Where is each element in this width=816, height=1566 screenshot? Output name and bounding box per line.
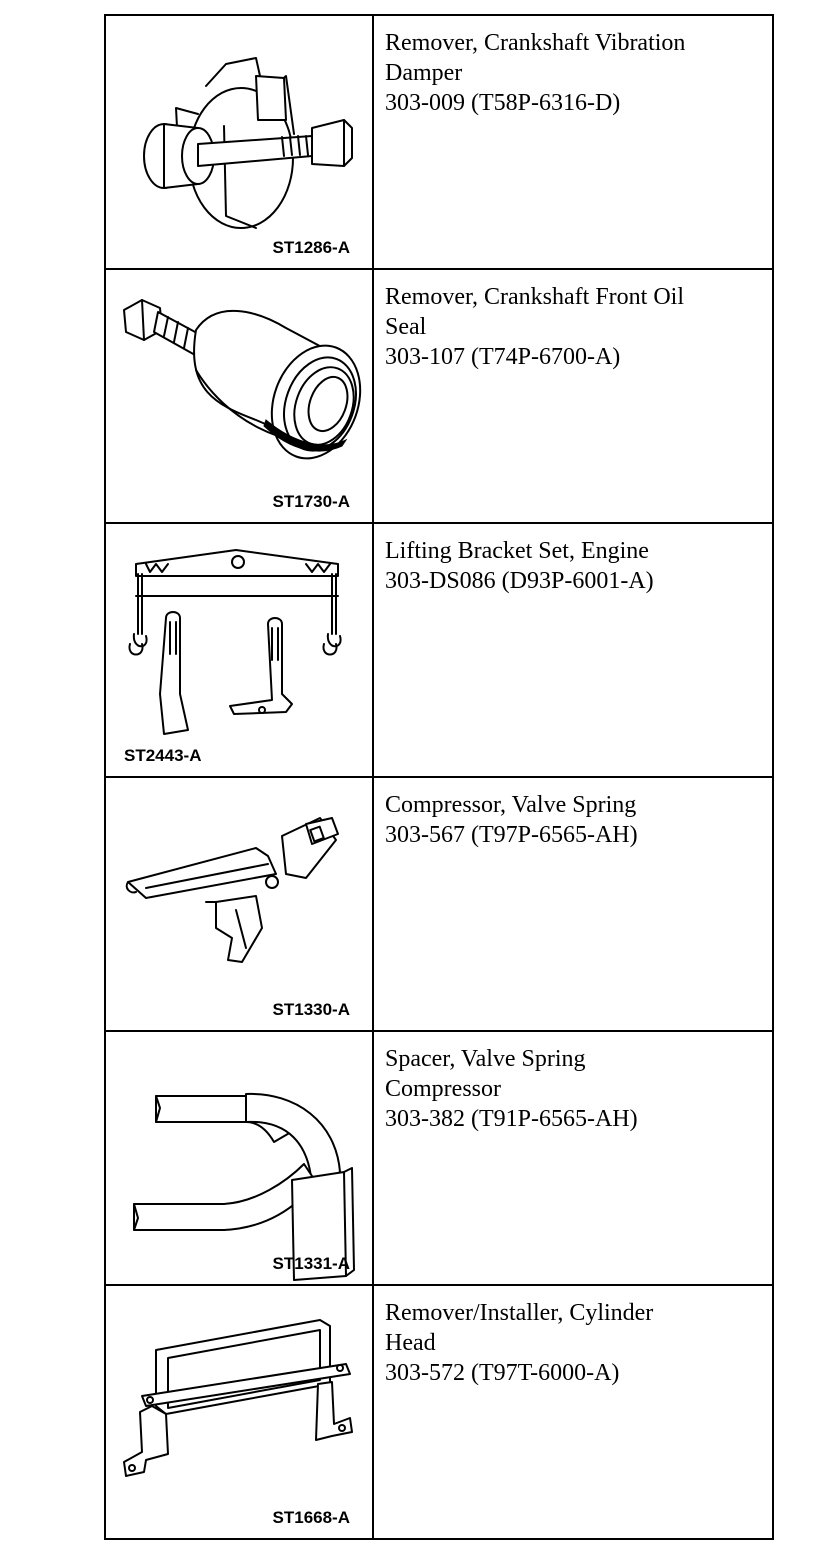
crankshaft-vibration-damper-remover-icon xyxy=(143,57,353,229)
table-row: ST1331-A Spacer, Valve Spring Compressor… xyxy=(104,1030,774,1286)
tool-illustration-cell: ST1730-A xyxy=(104,268,374,524)
engine-lifting-bracket-set-icon xyxy=(128,549,342,735)
tool-illustration-cell: ST1330-A xyxy=(104,776,374,1032)
tool-number-line: 303-009 (T58P-6316-D) xyxy=(385,90,621,116)
tool-number-line: 303-DS086 (D93P-6001-A) xyxy=(385,568,654,594)
table-row: ST2443-A Lifting Bracket Set, Engine 303… xyxy=(104,522,774,778)
tool-name-line: Remover/Installer, Cylinder xyxy=(385,1300,654,1326)
tool-name-line: Remover, Crankshaft Vibration xyxy=(385,30,686,56)
figure-id-label: ST1286-A xyxy=(272,238,350,257)
tool-name-line: Compressor, Valve Spring xyxy=(385,792,637,818)
table-row: ST1668-A Remover/Installer, Cylinder Hea… xyxy=(104,1284,774,1540)
valve-spring-compressor-icon xyxy=(125,817,339,963)
tool-name-line: Seal xyxy=(385,314,427,340)
tool-number-line: 303-107 (T74P-6700-A) xyxy=(385,344,621,370)
tool-name-line: Head xyxy=(385,1330,436,1356)
tool-description-cell: Remover, Crankshaft Front Oil Seal 303-1… xyxy=(372,268,774,524)
tool-number-line: 303-567 (T97P-6565-AH) xyxy=(385,822,638,848)
tool-illustration-cell: ST2443-A xyxy=(104,522,374,778)
figure-id-label: ST1730-A xyxy=(272,492,350,511)
crankshaft-front-oil-seal-remover-icon xyxy=(123,299,362,460)
tool-description-cell: Remover/Installer, Cylinder Head 303-572… xyxy=(372,1284,774,1540)
tool-name-line: Compressor xyxy=(385,1076,501,1102)
figure-id-label: ST1331-A xyxy=(272,1254,350,1273)
table-row: ST1286-A Remover, Crankshaft Vibration D… xyxy=(104,14,774,270)
tool-description-cell: Remover, Crankshaft Vibration Damper 303… xyxy=(372,14,774,270)
tool-name-line: Damper xyxy=(385,60,463,86)
tool-description-cell: Spacer, Valve Spring Compressor 303-382 … xyxy=(372,1030,774,1286)
tool-name-line: Spacer, Valve Spring xyxy=(385,1046,586,1072)
figure-id-label: ST1330-A xyxy=(272,1000,350,1019)
tool-name-line: Remover, Crankshaft Front Oil xyxy=(385,284,684,310)
tool-illustration-cell: ST1331-A xyxy=(104,1030,374,1286)
table-row: ST1330-A Compressor, Valve Spring 303-56… xyxy=(104,776,774,1032)
tool-name-line: Lifting Bracket Set, Engine xyxy=(385,538,649,564)
tool-description-cell: Compressor, Valve Spring 303-567 (T97P-6… xyxy=(372,776,774,1032)
tool-number-line: 303-572 (T97T-6000-A) xyxy=(385,1360,620,1386)
tool-illustration-cell: ST1286-A xyxy=(104,14,374,270)
figure-id-label: ST2443-A xyxy=(124,746,202,765)
valve-spring-compressor-spacer-icon xyxy=(133,1092,355,1281)
cylinder-head-remover-installer-icon xyxy=(123,1319,353,1477)
tool-illustration-cell: ST1668-A xyxy=(104,1284,374,1540)
special-tools-table: ST1286-A Remover, Crankshaft Vibration D… xyxy=(104,14,774,1540)
tool-number-line: 303-382 (T91P-6565-AH) xyxy=(385,1106,638,1132)
table-row: ST1730-A Remover, Crankshaft Front Oil S… xyxy=(104,268,774,524)
tool-description-cell: Lifting Bracket Set, Engine 303-DS086 (D… xyxy=(372,522,774,778)
figure-id-label: ST1668-A xyxy=(272,1508,350,1527)
